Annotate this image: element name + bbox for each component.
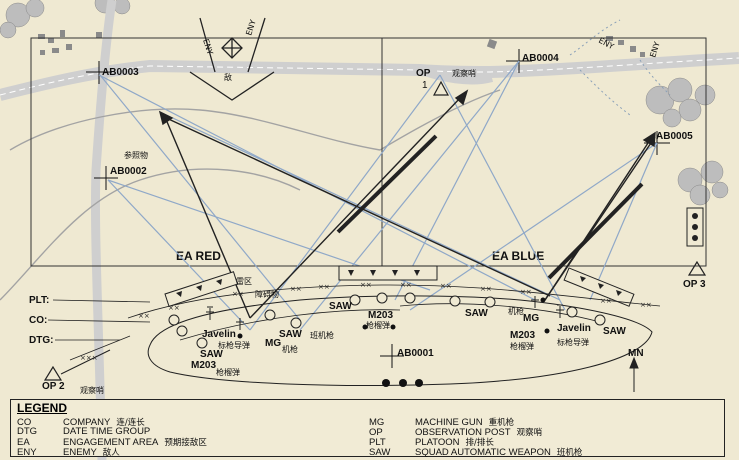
svg-text:××: ××	[600, 297, 612, 305]
trails	[0, 89, 501, 301]
control-leader-lines	[47, 299, 151, 341]
fpl-lines	[336, 134, 644, 280]
plt-label: PLT:	[29, 295, 49, 306]
saw-bottom-label: SAW	[200, 349, 223, 360]
svg-text:××: ××	[168, 304, 180, 312]
mg-left-cn: 机枪	[282, 344, 298, 354]
svg-text:××: ××	[138, 312, 150, 320]
legend-title: LEGEND	[17, 401, 68, 415]
mn-label: MN	[628, 348, 644, 359]
m203-bottom-label: M203	[191, 360, 216, 371]
svg-text:××: ××	[520, 288, 532, 296]
mg-right-cn: 机枪	[508, 306, 524, 316]
m203-right-label: M203	[510, 330, 535, 341]
trp-ab0005: AB0005	[656, 131, 693, 142]
weapon-symbols	[206, 296, 564, 330]
svg-text:××: ××	[290, 285, 302, 293]
svg-text:××: ××	[360, 281, 372, 289]
mine-symbols	[176, 270, 622, 297]
co-label: CO:	[29, 315, 47, 326]
enemy-cn-label: 敌	[224, 72, 232, 82]
eny-label-right: ENY	[244, 19, 258, 37]
dotted-trail	[569, 19, 671, 116]
obstacle-cn-label: 障碍物	[255, 289, 279, 299]
ea-blue-label: EA BLUE	[492, 249, 544, 263]
saw-mid-left-label: SAW	[329, 301, 352, 312]
op2-cn: 观察哨	[80, 385, 104, 395]
javelin-right-cn: 标枪导弹	[557, 337, 589, 347]
saw-left-cn: 班机枪	[310, 330, 334, 340]
trp-ab0004: AB0004	[522, 53, 559, 64]
op2-label: OP 2	[42, 381, 65, 392]
saw-mid-right-label: SAW	[465, 308, 488, 319]
saw-left-label: SAW	[279, 329, 302, 340]
javelin-left-label: Javelin	[202, 329, 236, 340]
ea-red-label: EA RED	[176, 249, 221, 263]
svg-text:××: ××	[232, 290, 244, 298]
north-arrow	[629, 356, 639, 392]
platoon-perimeter	[147, 295, 653, 386]
fighting-positions	[168, 292, 606, 349]
vegetation	[0, 0, 729, 206]
svg-text:×××: ×××	[80, 354, 98, 362]
pdf-arrows	[158, 89, 656, 319]
wire-obstacles	[69, 284, 661, 361]
target-reference-points	[86, 49, 670, 368]
op1-symbol	[432, 80, 450, 96]
m203-mid-cn: 枪榴弹	[366, 320, 390, 330]
dtg-label: DTG:	[29, 335, 53, 346]
svg-text:××: ××	[640, 301, 652, 309]
op1-cn: 观察哨	[452, 68, 476, 78]
mg-right-label: MG	[523, 313, 539, 324]
op3-label: OP 3	[683, 279, 706, 290]
op1-num: 1	[422, 80, 428, 91]
svg-text:××: ××	[480, 285, 492, 293]
javelin-left-cn: 标枪导弹	[218, 340, 250, 350]
trp-ab0001: AB0001	[397, 348, 434, 359]
op3-symbol	[687, 260, 707, 276]
svg-text:××: ××	[400, 281, 412, 289]
m203-mid-label: M203	[368, 310, 393, 321]
saw-right-label: SAW	[603, 326, 626, 337]
m203-right-cn: 枪榴弹	[510, 341, 534, 351]
sector-lines	[98, 60, 658, 331]
m203-bottom-cn: 枪榴弹	[216, 367, 240, 377]
eny-label-far-right: ENY	[648, 41, 662, 59]
minefield-cn-label: 雷区	[236, 277, 252, 286]
javelin-right-label: Javelin	[557, 323, 591, 334]
dots	[237, 297, 550, 387]
trp-ab0003: AB0003	[102, 67, 139, 78]
side-marker	[686, 207, 704, 247]
op1-label: OP	[416, 68, 431, 79]
vertical-road	[90, 0, 117, 460]
svg-text:××: ××	[440, 282, 452, 290]
enemy-arrow	[189, 17, 275, 101]
eny-label-left: ENY	[201, 38, 215, 56]
trp-ab0002: AB0002	[110, 166, 147, 177]
mg-left-label: MG	[265, 338, 281, 349]
reference-cn-label: 参照物	[124, 150, 148, 160]
svg-text:××: ××	[318, 283, 330, 291]
wire-marks: ×× ×× ×× ×× ×× ×× ×× ×× ×× ×× ×× ×× ×××	[80, 281, 652, 362]
op2-symbol	[43, 365, 63, 381]
